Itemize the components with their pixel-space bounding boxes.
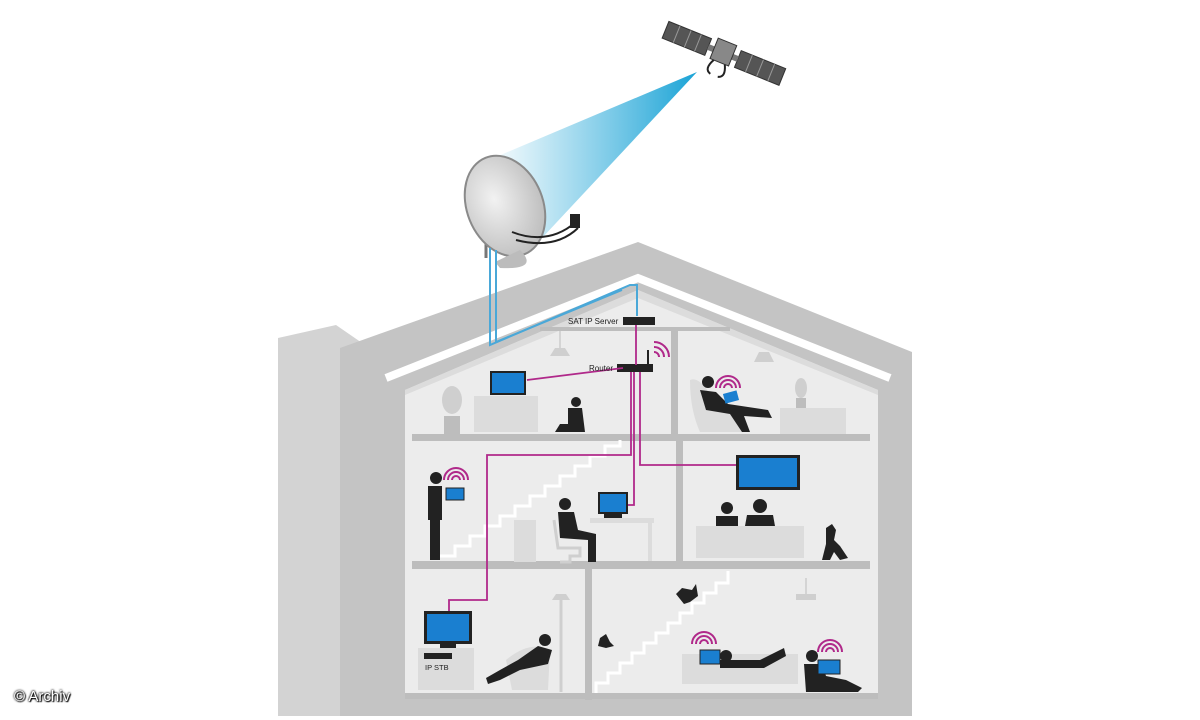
- floor-middle: [412, 561, 870, 569]
- desk: [590, 518, 654, 523]
- side-table: [780, 408, 846, 434]
- image-credit: © Archiv: [14, 688, 70, 705]
- laptop-icon: [818, 660, 840, 674]
- sofa: [696, 526, 804, 558]
- wall-top-divider: [671, 327, 678, 439]
- sat-ip-server: [623, 317, 655, 325]
- wall-bottom-divider: [585, 566, 592, 700]
- tv-icon: [736, 455, 800, 490]
- house: [278, 242, 912, 716]
- ip-stb-label: IP STB: [425, 663, 449, 672]
- wall-mid-divider: [676, 440, 683, 564]
- desk-leg: [648, 523, 652, 561]
- tv-icon: [490, 371, 526, 395]
- tablet-icon: [446, 488, 464, 500]
- sat-ip-server-label: SAT IP Server: [568, 317, 618, 326]
- ip-stb: [424, 653, 452, 659]
- tv-stand: [474, 396, 538, 432]
- drawer-cabinet: [514, 520, 536, 562]
- router-label: Router: [589, 364, 613, 373]
- ground-floor: [405, 693, 878, 699]
- laptop-icon: [700, 650, 720, 664]
- plant-icon: [795, 378, 807, 408]
- attic-beam: [540, 327, 730, 331]
- tv-icon: [424, 611, 472, 648]
- floor-top: [412, 434, 870, 441]
